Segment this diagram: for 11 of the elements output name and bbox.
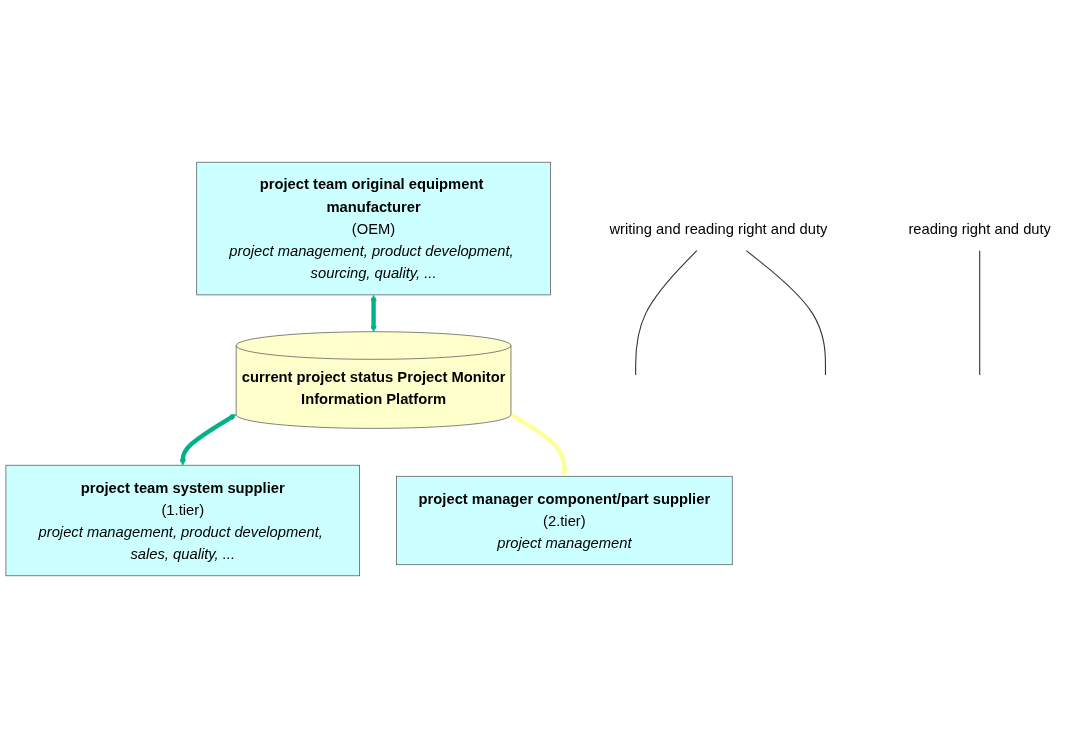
connector: [979, 250, 981, 376]
connector: [745, 250, 826, 376]
node-box: project team system supplier (1.tier) project management, product development, sales, quality, ...: [5, 464, 360, 577]
arrow: [510, 413, 568, 477]
arrow: [179, 413, 237, 466]
node-text: reading right and duty: [908, 220, 1051, 237]
connector: [635, 250, 698, 376]
node-box: project team original equipment manufacturer (OEM) project management, product development, sourcing, quality, ...: [196, 161, 551, 296]
node-text: writing and reading right and duty: [609, 220, 828, 237]
node-box: project manager component/part supplier (2.tier) project management: [396, 475, 733, 566]
arrow: [370, 294, 377, 332]
